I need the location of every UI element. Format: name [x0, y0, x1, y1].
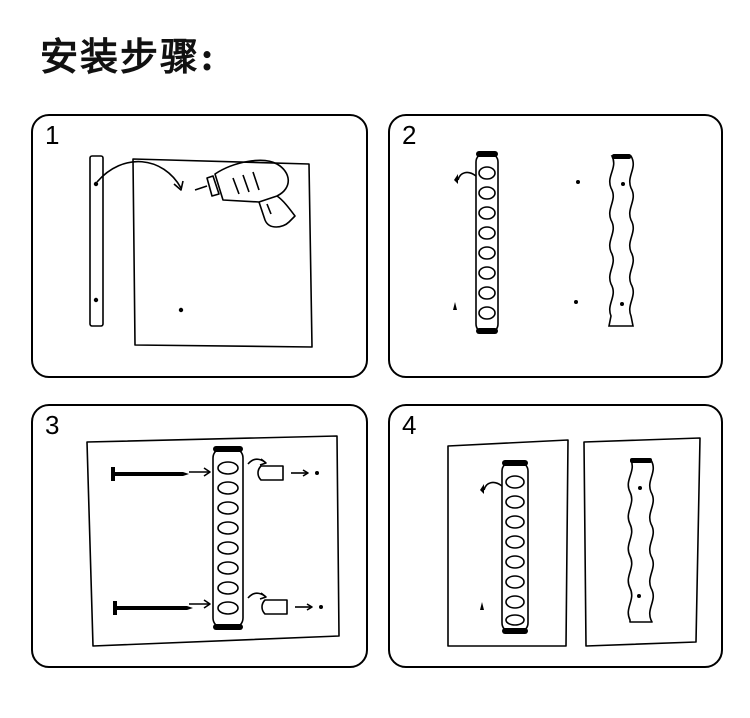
step-panel-1: 1: [31, 114, 368, 378]
wavy-rod: [608, 155, 635, 327]
step-1-illustration: [89, 155, 313, 348]
holder-bar: [475, 152, 499, 334]
step-panel-4: 4: [388, 404, 723, 668]
wavy-rod: [627, 459, 655, 623]
wall-panel: [447, 439, 569, 647]
wall-anchor-icon: [257, 465, 288, 615]
arrow-head: [173, 180, 184, 191]
holder-holes: [505, 475, 525, 626]
holder-bar: [212, 447, 244, 629]
step-4-illustration: [447, 437, 701, 647]
drill-icon: [194, 159, 296, 228]
step-number: 4: [402, 410, 417, 440]
step-panel-3: 3: [31, 404, 368, 668]
mounting-strip: [89, 155, 104, 327]
wall-panel: [132, 158, 313, 348]
screw-icon: [111, 467, 193, 615]
step-number: 1: [45, 120, 60, 150]
holder-holes: [217, 461, 239, 615]
wall-panel: [583, 437, 701, 647]
step-panel-2: 2: [388, 114, 723, 378]
holder-holes: [478, 166, 496, 320]
transfer-arrow: [96, 160, 182, 189]
step-number: 3: [45, 410, 60, 440]
step-3-illustration: [86, 435, 340, 647]
step-number: 2: [402, 120, 417, 150]
wall-panel: [86, 435, 340, 647]
step-2-illustration: [453, 151, 635, 334]
page-title: 安装步骤:: [40, 34, 217, 79]
